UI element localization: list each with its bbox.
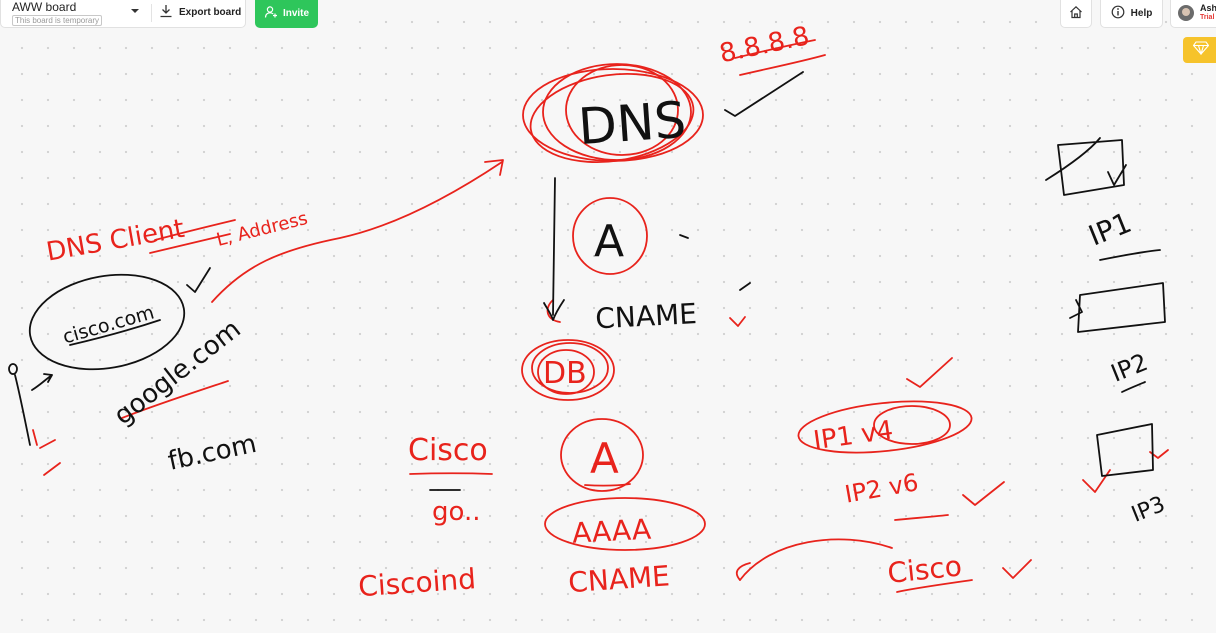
cname-arrow-head [736,562,751,581]
ip1-oval [797,400,973,454]
cname-bracket [546,299,561,323]
record-a-mid-underline [584,483,631,487]
go-label: go.. [432,497,480,527]
check-mark [679,234,689,239]
dns-down-arrow-head [543,299,565,321]
v6-underline [894,514,949,521]
ip1-device-underline [1099,249,1161,261]
check-mark [724,71,804,117]
cisco-com-label: cisco.com [60,301,156,348]
user-figure-head [8,363,18,375]
ip1-v4-label: IP1 v4 [812,415,895,456]
ciscoind-label: Ciscoind [357,562,477,603]
address-label: L, Address [214,208,309,251]
fb-com-label: fb.com [165,429,259,477]
dns-circles [522,63,704,163]
info-icon [1111,5,1125,22]
google-underline [121,380,229,419]
invite-button[interactable]: Invite [255,0,318,28]
cisco-right-label: Cisco [886,549,963,590]
user-menu[interactable]: Ash Trial [1170,0,1216,28]
cname-arrow [739,538,893,581]
upgrade-button[interactable] [1183,37,1216,63]
dns-client-underline [149,219,236,254]
record-a-top-circle [572,197,648,275]
v4-oval [873,405,951,445]
check-mark [906,357,953,388]
download-icon [159,4,173,21]
home-button[interactable] [1060,0,1092,28]
check-mark [962,481,1005,506]
cisco-left-label: Cisco [408,433,488,468]
check-mark [1082,469,1111,493]
ip2-device-underline [1121,381,1146,393]
export-board-label: Export board [179,7,242,18]
help-button[interactable]: Help [1100,0,1163,28]
ink-mark [32,429,38,446]
aaaa-oval [544,497,706,551]
ip3-device-box [1096,423,1154,477]
query-arrow [211,159,504,303]
help-label: Help [1130,7,1153,19]
user-info: Ash Trial [1200,3,1216,23]
board-toolbar: AWW board This board is temporary Export… [0,0,246,28]
toolbar-divider [151,4,152,22]
db-label: DB [543,356,587,391]
cisco-com-oval [28,273,186,371]
record-a-top-label: A [594,216,624,267]
ink-mark [39,439,56,449]
record-a-mid-circle [560,418,644,492]
user-to-client-arrow [31,373,53,391]
user-figure-body [14,374,31,446]
temporary-board-note: This board is temporary [12,15,103,26]
ip1-side-label: IP1 [1084,206,1136,253]
cname-bottom-label: CNAME [567,559,671,599]
dns-label: DNS [576,91,687,156]
export-board-button[interactable]: Export board [159,0,241,26]
cisco-left-underline [409,472,493,475]
invite-label: Invite [282,8,310,19]
diamond-icon [1192,40,1210,60]
dns-down-arrow [552,177,556,316]
check-mark [1002,559,1032,579]
add-user-icon [264,5,278,22]
ip1-device-box [1045,137,1127,196]
dns-client-label: DNS Client [44,214,187,268]
cname-top-label: CNAME [595,297,698,335]
cisco-com-underline [69,319,161,346]
ip2-v6-label: IP2 v6 [843,468,921,508]
ink-mark [43,462,61,476]
dns-ip-underline [734,39,826,76]
avatar [1178,5,1194,21]
ip2-device-box [1069,282,1166,333]
check-mark [729,316,746,327]
home-icon [1069,5,1083,22]
cisco-right-underline [896,579,973,593]
ip3-side-label: IP3 [1128,492,1169,528]
db-circles [521,339,615,401]
record-a-mid-label: A [590,434,619,483]
board-name[interactable]: AWW board [12,0,77,14]
aaaa-label: AAAA [571,513,652,550]
check-mark [739,282,751,291]
user-name: Ash [1200,3,1216,13]
user-plan: Trial [1200,14,1215,21]
chevron-down-icon[interactable] [129,5,141,17]
check-mark [186,267,211,293]
